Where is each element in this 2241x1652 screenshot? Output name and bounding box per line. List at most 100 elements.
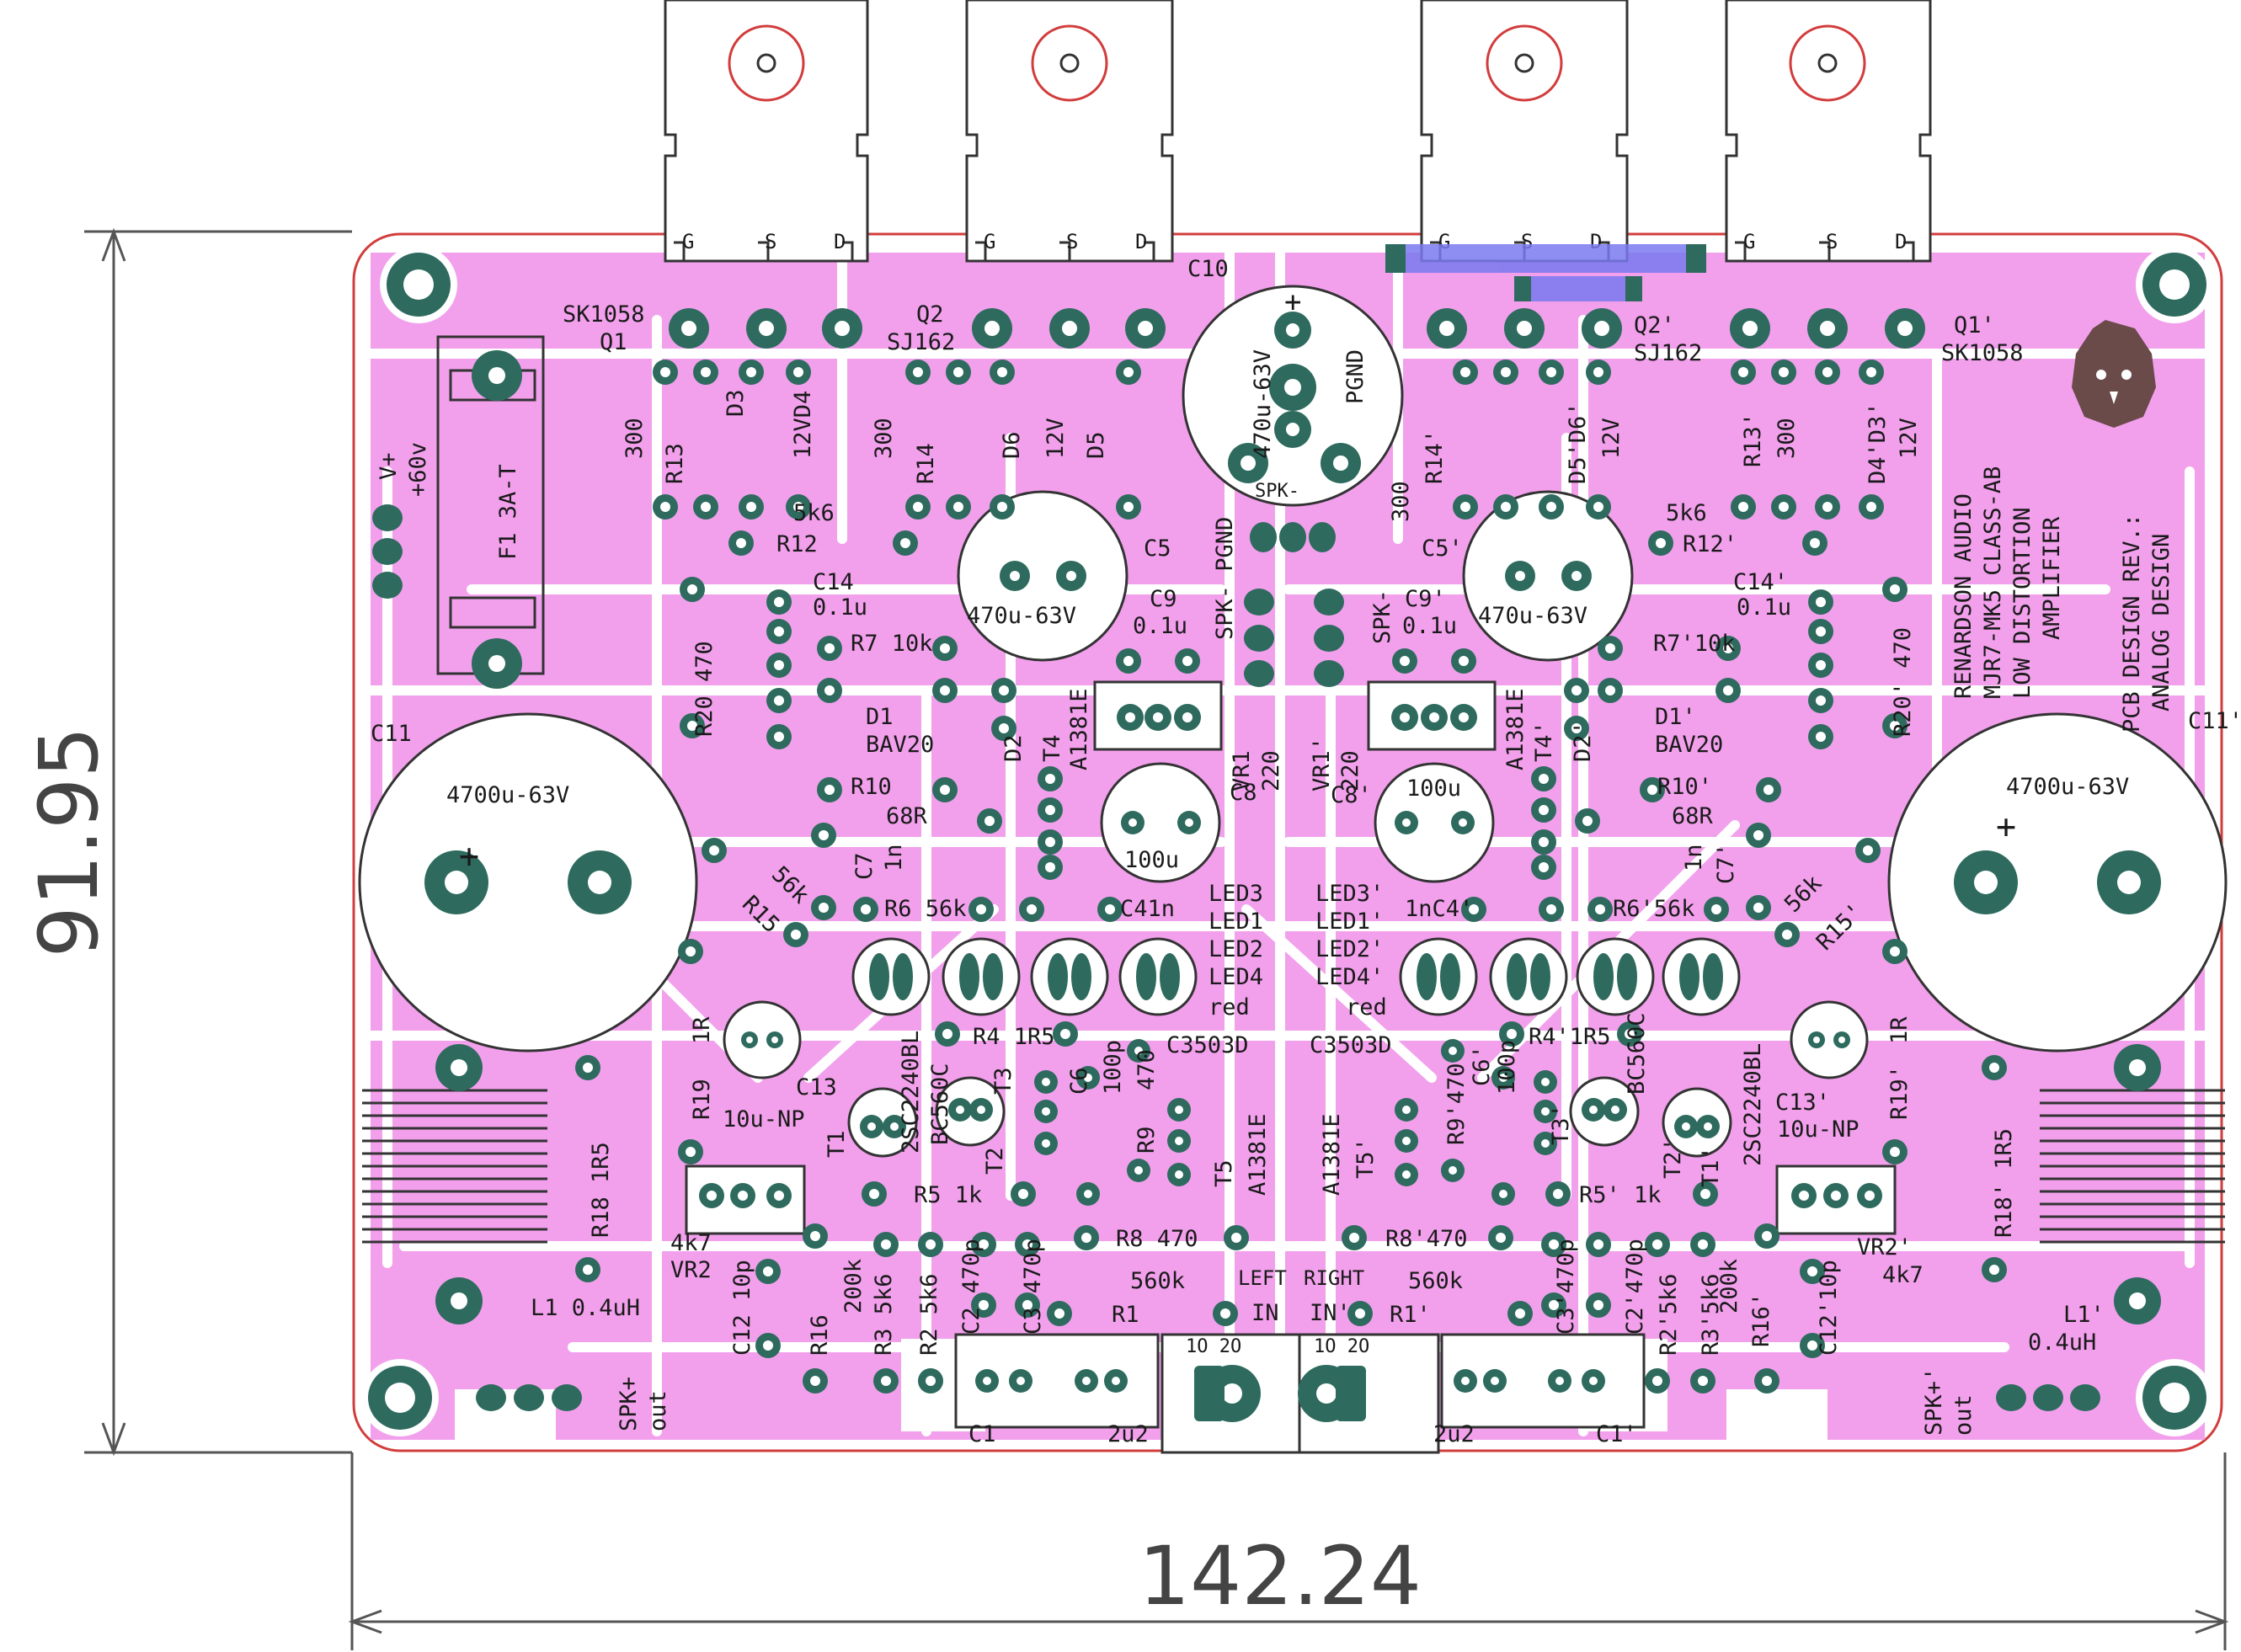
pad-oval (372, 504, 403, 531)
svg-text:100u: 100u (1406, 775, 1461, 802)
svg-text:BC560C: BC560C (927, 1063, 953, 1145)
pad-hole (1738, 367, 1748, 377)
board-title-line-4: AMPLIFIER (2039, 516, 2065, 640)
pad-hole (1123, 502, 1134, 512)
svg-text:R19': R19' (1886, 1065, 1913, 1120)
pad-hole (1816, 597, 1826, 607)
pad-hole (759, 321, 774, 336)
svg-text:D1: D1 (866, 704, 894, 730)
svg-text:Q1: Q1 (600, 329, 627, 355)
lion-logo-icon (2072, 320, 2156, 428)
svg-text:0.1u: 0.1u (1133, 613, 1187, 639)
pad-hole (793, 502, 803, 512)
pad-hole (997, 367, 1007, 377)
svg-text:100u: 100u (1124, 847, 1179, 873)
pad-hole (1738, 502, 1748, 512)
svg-text:R18 1R5: R18 1R5 (588, 1142, 614, 1238)
pad-hole (1723, 643, 1733, 653)
svg-text:R12: R12 (776, 531, 818, 557)
svg-text:BC560C: BC560C (1624, 1012, 1650, 1095)
svg-text:LED3': LED3' (1315, 881, 1384, 907)
pad-oval (1244, 625, 1274, 652)
svg-text:R1': R1' (1390, 1302, 1431, 1328)
pad-hole (1816, 695, 1826, 706)
svg-text:1O 2O: 1O 2O (1186, 1336, 1241, 1357)
svg-text:BAV20: BAV20 (866, 732, 934, 758)
pad-hole (1593, 367, 1603, 377)
pad-hole (1605, 643, 1615, 653)
pad-hole (956, 1106, 964, 1114)
svg-text:470: 470 (1134, 1049, 1160, 1090)
svg-text:C12 10p: C12 10p (729, 1260, 755, 1356)
pad-hole (953, 367, 963, 377)
svg-text:LED3: LED3 (1209, 881, 1263, 907)
pad-hole (1779, 367, 1789, 377)
svg-text:300: 300 (1774, 418, 1800, 459)
svg-text:R18' 1R5: R18' 1R5 (1991, 1128, 2017, 1238)
svg-text:red: red (1346, 994, 1387, 1021)
svg-text:220: 220 (1337, 750, 1363, 791)
pad-hole (686, 1147, 696, 1157)
svg-text:D3: D3 (723, 389, 749, 417)
svg-text:L1 0.4uH: L1 0.4uH (531, 1295, 640, 1321)
pad-hole (1507, 1029, 1517, 1039)
dimension-height: 91.95 (22, 727, 116, 958)
pad-hole (1042, 1078, 1050, 1086)
pad-hole (1429, 712, 1439, 722)
capacitor-c13 (723, 1000, 802, 1079)
svg-text:LED1': LED1' (1315, 909, 1384, 935)
pad-hole (451, 1059, 467, 1076)
svg-text:2SC2240BL: 2SC2240BL (898, 1031, 924, 1154)
svg-text:R5' 1k: R5' 1k (1579, 1182, 1662, 1208)
svg-text:R7 10k: R7 10k (851, 631, 933, 657)
svg-text:10u-NP: 10u-NP (723, 1106, 805, 1132)
svg-text:R8 470: R8 470 (1116, 1226, 1198, 1252)
pad-hole (1284, 379, 1301, 396)
pad-hole (1593, 1300, 1603, 1310)
svg-text:D2': D2' (1570, 721, 1596, 762)
svg-text:560k: 560k (1408, 1268, 1463, 1294)
svg-text:R2'5k6: R2'5k6 (1656, 1273, 1682, 1356)
svg-text:C2'470p: C2'470p (1622, 1239, 1648, 1335)
pad-hole (1402, 1137, 1411, 1145)
pad-hole (1175, 1137, 1183, 1145)
svg-text:+: + (459, 837, 479, 876)
pad-hole (660, 367, 670, 377)
pad-hole (1625, 1029, 1635, 1039)
pad-hole (1022, 1239, 1032, 1250)
pad-hole (738, 1191, 748, 1201)
pad-hole (707, 1191, 717, 1201)
svg-text:D: D (834, 230, 846, 253)
pad-hole (1400, 656, 1410, 666)
pad-hole (1402, 818, 1411, 827)
svg-text:IN': IN' (1310, 1300, 1351, 1326)
pad-hole (1241, 456, 1256, 471)
svg-text:C3 470p: C3 470p (1020, 1239, 1046, 1335)
svg-text:A1381E: A1381E (1245, 1113, 1271, 1196)
svg-text:R19: R19 (689, 1079, 715, 1120)
svg-text:T2: T2 (982, 1147, 1008, 1175)
svg-text:T2': T2' (1660, 1138, 1686, 1179)
pad-hole (942, 1029, 952, 1039)
svg-text:10u-NP: 10u-NP (1777, 1116, 1859, 1143)
pad-oval (1071, 953, 1091, 1000)
svg-text:R12': R12' (1683, 531, 1737, 557)
pad-hole (1042, 1107, 1050, 1116)
pad-hole (791, 930, 801, 940)
pad-oval (1507, 953, 1527, 1000)
mosfet-q1 (664, 0, 869, 263)
pad-hole (1060, 1029, 1070, 1039)
pad-hole (1129, 818, 1137, 827)
svg-text:300: 300 (1388, 481, 1414, 522)
pad-hole (1546, 502, 1556, 512)
pad-hole (1652, 1376, 1662, 1386)
pad-hole (1595, 904, 1605, 914)
pad-hole (1496, 1233, 1506, 1243)
pad-hole (999, 685, 1009, 695)
svg-text:C8': C8' (1331, 782, 1372, 808)
pad-hole (1182, 656, 1193, 666)
pad-hole (1539, 837, 1549, 847)
pad-hole (835, 321, 850, 336)
pad-hole (1400, 712, 1410, 722)
